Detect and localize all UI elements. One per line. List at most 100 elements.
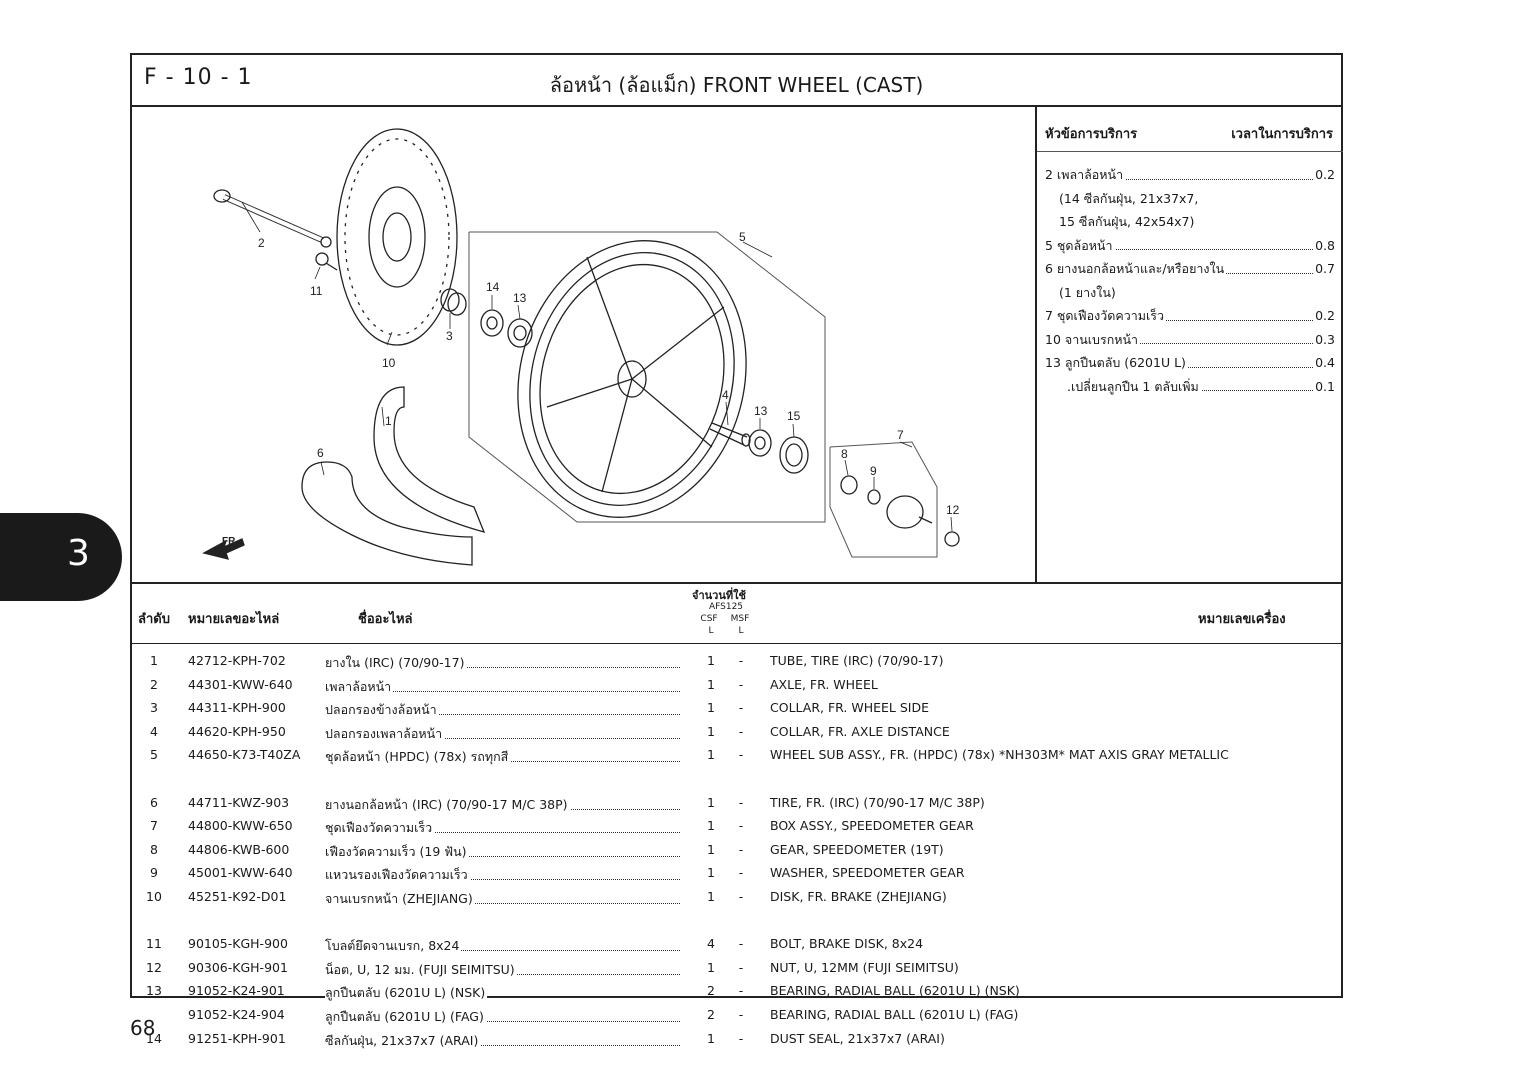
callout-2: 2 xyxy=(258,236,265,250)
row-thai: ชุดเฟืองวัดความเร็ว xyxy=(325,820,435,836)
row-part: 44806-KWB-600 xyxy=(188,841,290,857)
row-en: WHEEL SUB ASSY., FR. (HPDC) (78x) *NH303… xyxy=(770,747,1229,763)
row-part: 42712-KPH-702 xyxy=(188,653,286,668)
callout-8: 8 xyxy=(841,447,848,461)
row-part: 91052-K24-901 xyxy=(188,983,285,999)
row-en: GEAR, SPEEDOMETER (19T) xyxy=(770,841,944,857)
row-part: 44620-KPH-950 xyxy=(188,723,286,739)
service-label: .เปลี่ยนลูกปืน 1 ตลับเพิ่ม xyxy=(1067,378,1201,394)
service-time: 0.4 xyxy=(1313,351,1335,375)
row-part: 90105-KGH-900 xyxy=(188,936,288,952)
row-q2: - xyxy=(738,723,744,739)
service-time-panel: หัวข้อการบริการ เวลาในการบริการ 2 เพลาล้… xyxy=(1035,107,1343,582)
row-en: BEARING, RADIAL BALL (6201U L) (FAG) xyxy=(770,1007,1019,1022)
row-no: 13 xyxy=(146,983,162,999)
tire-part xyxy=(301,461,473,566)
row-no: 11 xyxy=(146,936,162,952)
row-en: AXLE, FR. WHEEL xyxy=(770,676,878,692)
service-label: 13 ลูกปืนตลับ (6201U L) xyxy=(1045,355,1188,370)
row-q2: - xyxy=(738,653,744,668)
callout-13b: 13 xyxy=(754,404,768,418)
row-en: BOX ASSY., SPEEDOMETER GEAR xyxy=(770,818,974,834)
callout-6: 6 xyxy=(317,446,324,460)
collar-part xyxy=(440,288,467,316)
callout-14: 14 xyxy=(486,280,500,294)
axle-part xyxy=(213,189,332,248)
service-topic-header: หัวข้อการบริการ xyxy=(1045,127,1138,142)
row-q1: 1 xyxy=(707,841,715,857)
row-en: BOLT, BRAKE DISK, 8x24 xyxy=(770,936,924,952)
callout-9: 9 xyxy=(870,464,877,478)
row-q2: - xyxy=(738,818,744,834)
row-no: 7 xyxy=(150,818,158,834)
row-q2: - xyxy=(738,959,744,975)
row-part: 90306-KGH-901 xyxy=(188,959,288,975)
wheel-part xyxy=(517,240,747,518)
row-part: 45251-K92-D01 xyxy=(188,889,287,904)
page-code: F - 10 - 1 xyxy=(144,65,253,90)
row-part: 91251-KPH-901 xyxy=(188,1030,286,1046)
chapter-number: 3 xyxy=(67,533,90,574)
brake-disk-part xyxy=(336,128,458,346)
row-thai: เพลาล้อหน้า xyxy=(325,678,394,694)
row-q2: - xyxy=(738,841,744,857)
fr-mark: FR. xyxy=(222,536,238,547)
row-thai: ปลอกรองข้างล้อหน้า xyxy=(325,702,439,718)
table-row: 91052-K24-904 ลูกปืนตลับ (6201U L) (FAG) 2… xyxy=(132,1007,1341,1027)
row-no: 12 xyxy=(146,959,162,975)
col-model: AFS125 xyxy=(708,602,744,612)
row-en: DUST SEAL, 21x37x7 (ARAI) xyxy=(770,1030,945,1046)
col-msf: MSF xyxy=(730,614,750,624)
row-thai: ลูกปืนตลับ (6201U L) (FAG) xyxy=(325,1009,486,1024)
row-no: 14 xyxy=(146,1030,162,1046)
row-q2: - xyxy=(738,1007,744,1022)
service-label: 7 ชุดเฟืองวัดความเร็ว xyxy=(1045,308,1167,323)
service-label: 10 จานเบรกหน้า xyxy=(1045,331,1141,347)
row-no: 9 xyxy=(150,865,158,881)
exploded-diagram: 1 2 3 4 5 6 7 8 9 10 11 12 13 14 13 15 F… xyxy=(132,107,1035,582)
callout-1: 1 xyxy=(385,414,392,428)
row-no: 6 xyxy=(150,794,158,810)
row-en: DISK, FR. BRAKE (ZHEJIANG) xyxy=(770,889,947,904)
col-l2: L xyxy=(738,626,744,636)
col-frame: หมายเลขเครื่อง xyxy=(1198,612,1286,627)
callout-10: 10 xyxy=(382,356,396,370)
row-q1: 1 xyxy=(707,676,715,692)
row-q1: 2 xyxy=(707,1007,715,1022)
row-en: NUT, U, 12MM (FUJI SEIMITSU) xyxy=(770,959,959,975)
callout-11: 11 xyxy=(310,284,323,298)
row-q1: 1 xyxy=(707,865,715,881)
service-time: 0.7 xyxy=(1313,257,1335,281)
service-row: 15 ซีลกันฝุ่น, 42x54x7) xyxy=(1045,210,1335,234)
row-q1: 1 xyxy=(707,889,715,904)
callout-12: 12 xyxy=(946,503,960,517)
row-no: 10 xyxy=(146,889,162,904)
row-q2: - xyxy=(738,747,744,763)
row-en: TIRE, FR. (IRC) (70/90-17 M/C 38P) xyxy=(770,794,985,810)
callout-5: 5 xyxy=(739,230,746,244)
row-en: TUBE, TIRE (IRC) (70/90-17) xyxy=(770,653,944,668)
row-no: 4 xyxy=(150,723,158,739)
row-part: 91052-K24-904 xyxy=(188,1007,285,1022)
service-label: 2 เพลาล้อหน้า xyxy=(1045,167,1126,182)
row-q1: 1 xyxy=(707,653,715,668)
row-thai: ซีลกันฝุ่น, 21x37x7 (ARAI) xyxy=(325,1032,481,1048)
row-no: 2 xyxy=(150,676,158,692)
row-q2: - xyxy=(738,1030,744,1046)
table-row: 14 91251-KPH-901 ซีลกันฝุ่น, 21x37x7 (ARAI… xyxy=(132,1031,1341,1051)
row-q1: 1 xyxy=(707,747,715,763)
row-thai: ลูกปืนตลับ (6201U L) (NSK) xyxy=(325,985,488,1001)
service-label: 5 ชุดล้อหน้า xyxy=(1045,237,1115,253)
row-en: COLLAR, FR. WHEEL SIDE xyxy=(770,700,929,716)
callout-15: 15 xyxy=(787,409,801,423)
col-qty: จำนวนที่ใช้ xyxy=(692,589,746,602)
col-csf: CSF xyxy=(700,614,718,624)
row-thai: จานเบรกหน้า (ZHEJIANG) xyxy=(325,891,475,906)
service-time-header: เวลาในการบริการ xyxy=(1231,127,1333,142)
